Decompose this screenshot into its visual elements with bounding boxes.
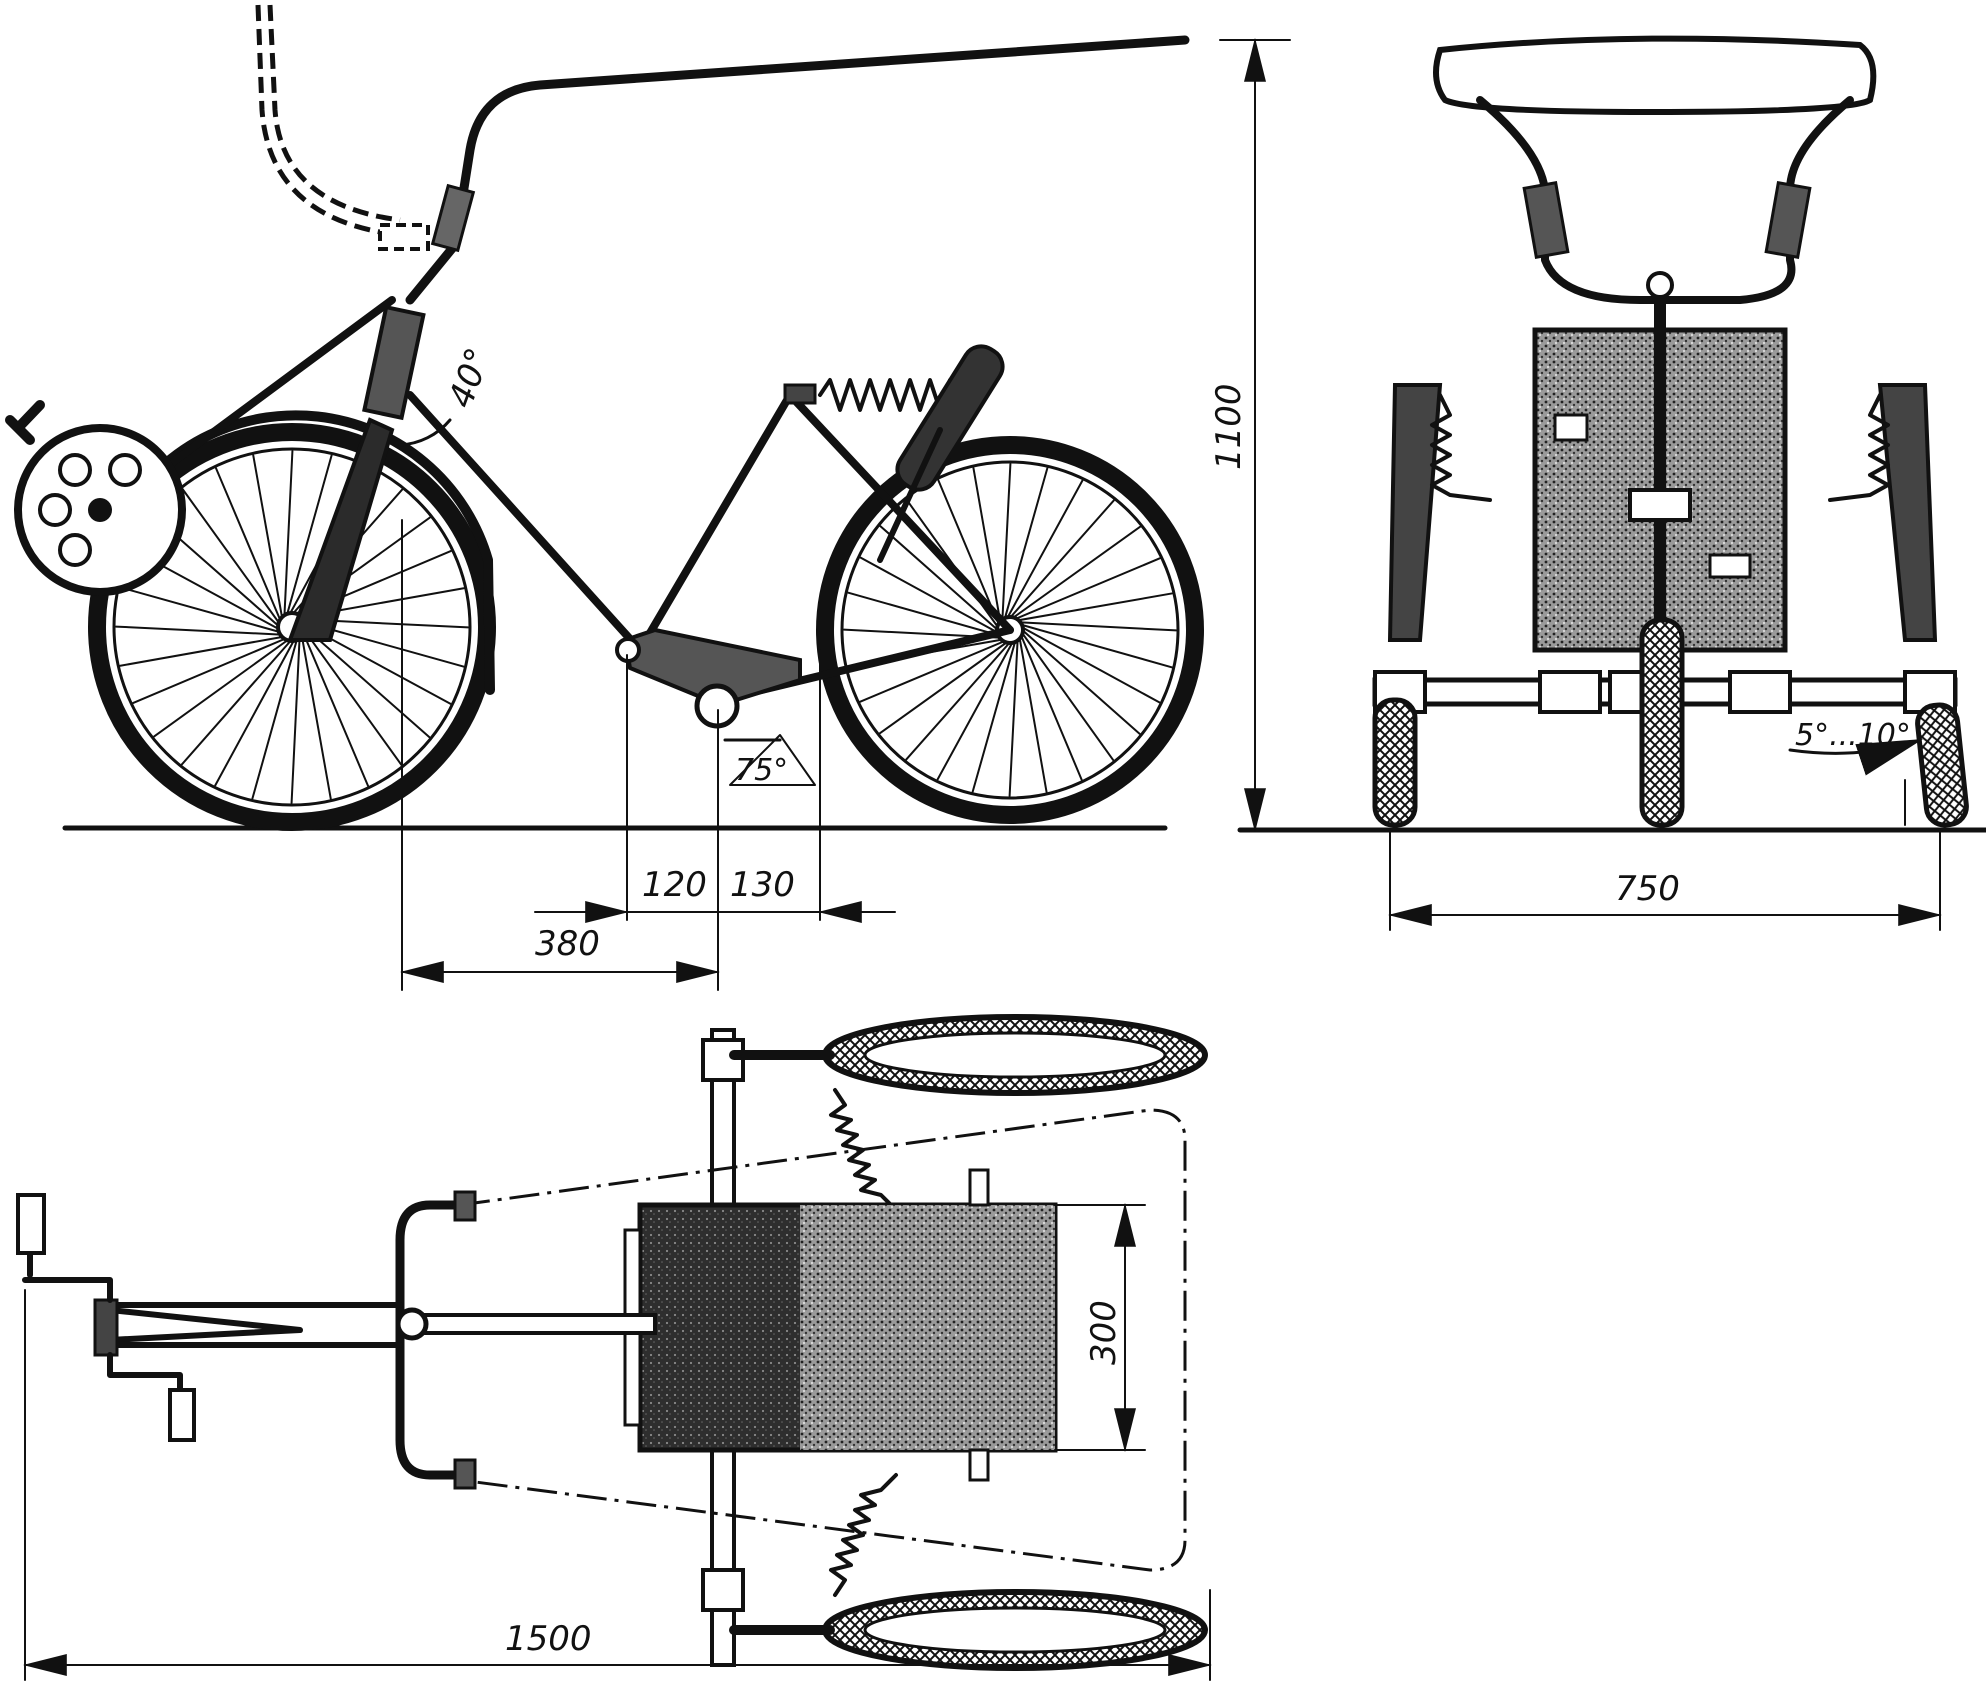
tow-handle bbox=[255, 4, 1190, 305]
spoke bbox=[119, 586, 286, 635]
spoke bbox=[847, 591, 1004, 638]
spoke bbox=[1008, 635, 1019, 797]
top-view: 300 1500 bbox=[16, 1014, 1213, 1681]
spoke bbox=[1013, 592, 1173, 622]
spoke bbox=[180, 635, 296, 766]
spoke bbox=[1011, 557, 1161, 622]
spoke bbox=[1006, 499, 1115, 622]
camber-label: 5°...10° bbox=[1795, 718, 1911, 753]
spoke bbox=[301, 626, 403, 766]
steering-tube bbox=[362, 304, 426, 421]
spoke bbox=[283, 450, 294, 622]
spoke bbox=[132, 635, 291, 704]
dim-300-label: 300 bbox=[1084, 1300, 1124, 1365]
spoke bbox=[1002, 467, 1049, 624]
spoke bbox=[971, 636, 1018, 793]
spoke bbox=[1018, 624, 1161, 704]
front-wheel-right bbox=[1915, 702, 1969, 828]
spoke bbox=[300, 628, 369, 787]
spoke bbox=[251, 633, 300, 800]
spoke bbox=[1009, 525, 1142, 621]
spoke bbox=[1015, 621, 1177, 632]
spoke bbox=[1016, 622, 1173, 669]
spoke bbox=[119, 635, 289, 667]
spoke bbox=[214, 635, 298, 787]
spoke bbox=[115, 625, 287, 636]
chainwheel bbox=[5, 400, 186, 596]
side-view: 40° 75° 120 130 380 bbox=[5, 4, 1204, 991]
spoke bbox=[1019, 629, 1115, 762]
spoke bbox=[859, 638, 1009, 703]
spoke bbox=[1018, 631, 1083, 781]
top-outline bbox=[459, 1108, 1187, 1572]
spoke bbox=[878, 639, 1011, 735]
front-wheel-center bbox=[1639, 617, 1685, 828]
spoke bbox=[936, 638, 1016, 781]
spoke bbox=[859, 556, 1002, 636]
front-view: 1100 5°...10° bbox=[1209, 35, 1986, 931]
rear-wheel bbox=[816, 436, 1204, 824]
front-seat-shell bbox=[1433, 35, 1877, 116]
front-fork bbox=[287, 417, 395, 642]
dim-380-label: 380 bbox=[535, 924, 600, 964]
angle-40-label: 40° bbox=[441, 343, 499, 413]
spoke bbox=[972, 467, 1002, 627]
spoke bbox=[153, 636, 293, 738]
side-dimension-lines bbox=[399, 519, 896, 991]
spoke bbox=[1018, 633, 1048, 793]
dim-1500-label: 1500 bbox=[505, 1619, 592, 1659]
spoke bbox=[905, 638, 1014, 761]
spoke bbox=[1018, 626, 1141, 735]
spoke bbox=[1001, 463, 1012, 625]
dim-130-label: 130 bbox=[730, 865, 795, 905]
crank-plate bbox=[622, 627, 802, 708]
spoke bbox=[1004, 479, 1084, 622]
spoke bbox=[215, 467, 284, 626]
front-wheel-left bbox=[1372, 697, 1418, 828]
spoke bbox=[284, 454, 333, 621]
spoke bbox=[181, 488, 283, 628]
dim-1100-label: 1100 bbox=[1209, 383, 1249, 470]
spoke bbox=[300, 630, 332, 800]
dim-750-label: 750 bbox=[1615, 869, 1680, 909]
spoke bbox=[879, 525, 1002, 634]
spoke bbox=[252, 454, 284, 624]
seat bbox=[895, 344, 1005, 492]
angle-75-label: 75° bbox=[735, 753, 788, 788]
dim-120-label: 120 bbox=[642, 865, 707, 905]
spoke bbox=[300, 623, 431, 739]
spoke bbox=[290, 632, 301, 804]
